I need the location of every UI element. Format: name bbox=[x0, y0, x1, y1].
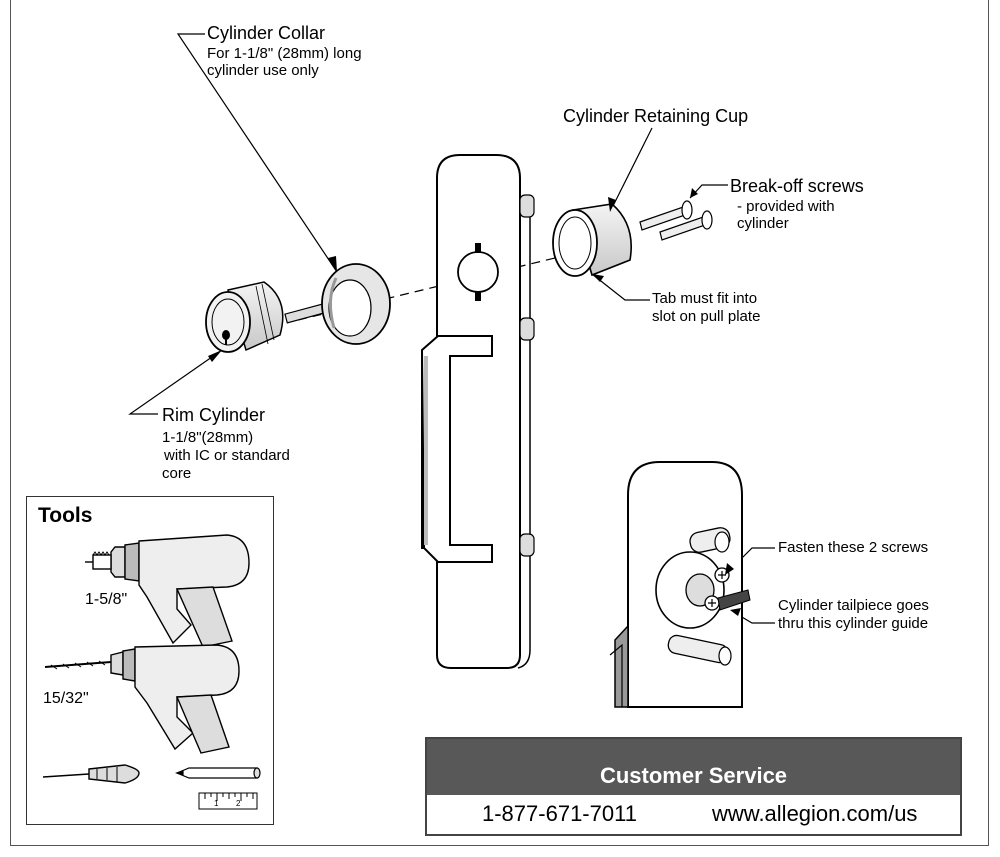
rim-cylinder-note: with IC or standard bbox=[164, 447, 290, 464]
customer-service-website[interactable]: www.allegion.com/us bbox=[712, 801, 918, 826]
page-frame bbox=[10, 0, 989, 846]
ruler-tick-label: 2 bbox=[236, 799, 241, 808]
cylinder-collar-note: cylinder use only bbox=[207, 62, 319, 79]
ruler-icon bbox=[198, 792, 258, 810]
pull-plate bbox=[420, 154, 535, 669]
fasten-screws-label: Fasten these 2 screws bbox=[778, 539, 929, 556]
breakoff-screws-note: - provided with bbox=[737, 198, 835, 215]
tab-note: slot on pull plate bbox=[652, 308, 761, 325]
hole-saw-drill-icon bbox=[85, 534, 250, 648]
drill-bit-icon bbox=[44, 644, 240, 754]
tab-note: Tab must fit into bbox=[652, 290, 758, 307]
tailpiece-label: Cylinder tailpiece goes bbox=[778, 597, 929, 614]
detail-view bbox=[609, 461, 751, 708]
rim-cylinder-note: 1-1/8"(28mm) bbox=[162, 429, 254, 446]
customer-service-box: Customer Service 1-877-671-7011 www.alle… bbox=[425, 737, 962, 836]
cylinder-collar-note: For 1-1/8" (28mm) long bbox=[207, 45, 362, 62]
tailpiece-label: thru this cylinder guide bbox=[778, 615, 929, 632]
tools-title: Tools bbox=[38, 504, 93, 527]
retaining-cup bbox=[552, 203, 632, 277]
rim-cylinder-label: Rim Cylinder bbox=[162, 405, 266, 425]
tools-illustrations bbox=[42, 534, 261, 810]
screwdriver-icon bbox=[42, 764, 140, 784]
pencil-icon bbox=[175, 767, 261, 779]
leader-lines bbox=[128, 33, 775, 624]
customer-service-phone[interactable]: 1-877-671-7011 bbox=[482, 801, 637, 826]
retaining-cup-label: Cylinder Retaining Cup bbox=[563, 106, 749, 126]
rim-cylinder bbox=[205, 281, 327, 353]
breakoff-screws-label: Break-off screws bbox=[730, 176, 864, 196]
hole-saw-size: 1-5/8" bbox=[85, 591, 128, 608]
breakoff-screws bbox=[639, 200, 713, 241]
cylinder-collar bbox=[321, 263, 391, 345]
drill-bit-size: 15/32" bbox=[43, 690, 89, 707]
customer-service-title: Customer Service bbox=[427, 739, 960, 795]
tools-panel: Tools bbox=[26, 496, 274, 825]
rim-cylinder-note: core bbox=[162, 465, 192, 482]
ruler-tick-label: 1 bbox=[214, 799, 219, 808]
breakoff-screws-note: cylinder bbox=[737, 215, 789, 232]
cylinder-collar-label: Cylinder Collar bbox=[207, 23, 326, 43]
arrow-heads bbox=[208, 188, 741, 616]
